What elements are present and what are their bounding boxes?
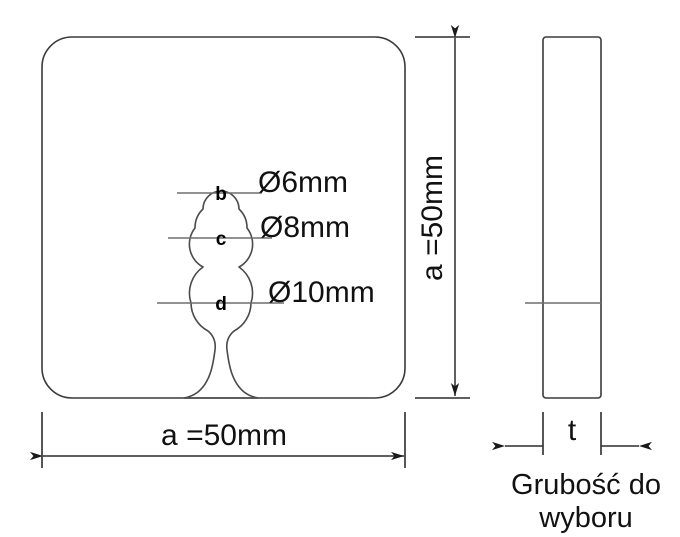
thickness-note-line-2: wyboru <box>538 502 633 534</box>
keyhole-slot-outline <box>183 190 259 399</box>
thickness-dimension: t <box>492 412 652 455</box>
diameter-label-c: Ø8mm <box>260 211 350 244</box>
width-dimension-text: a =50mm <box>161 419 287 452</box>
hole-label-c: c <box>216 229 227 250</box>
hole-label-b: b <box>215 184 227 205</box>
height-dimension-text: a =50mm <box>416 155 449 281</box>
thickness-note: Grubość do wyboru <box>511 469 661 534</box>
hole-label-d: d <box>215 294 227 315</box>
side-view <box>525 36 602 399</box>
height-dimension: a =50mm <box>415 25 470 399</box>
width-dimension: a =50mm <box>30 412 406 468</box>
plate-outline <box>41 36 406 399</box>
thickness-dimension-text: t <box>568 414 577 447</box>
front-view: b c d Ø6mm Ø8mm Ø10mm <box>41 36 406 399</box>
thickness-note-line-1: Grubość do <box>511 469 661 501</box>
side-profile-outline <box>542 36 602 399</box>
diameter-label-b: Ø6mm <box>258 166 348 199</box>
diameter-label-d: Ø10mm <box>268 276 375 309</box>
